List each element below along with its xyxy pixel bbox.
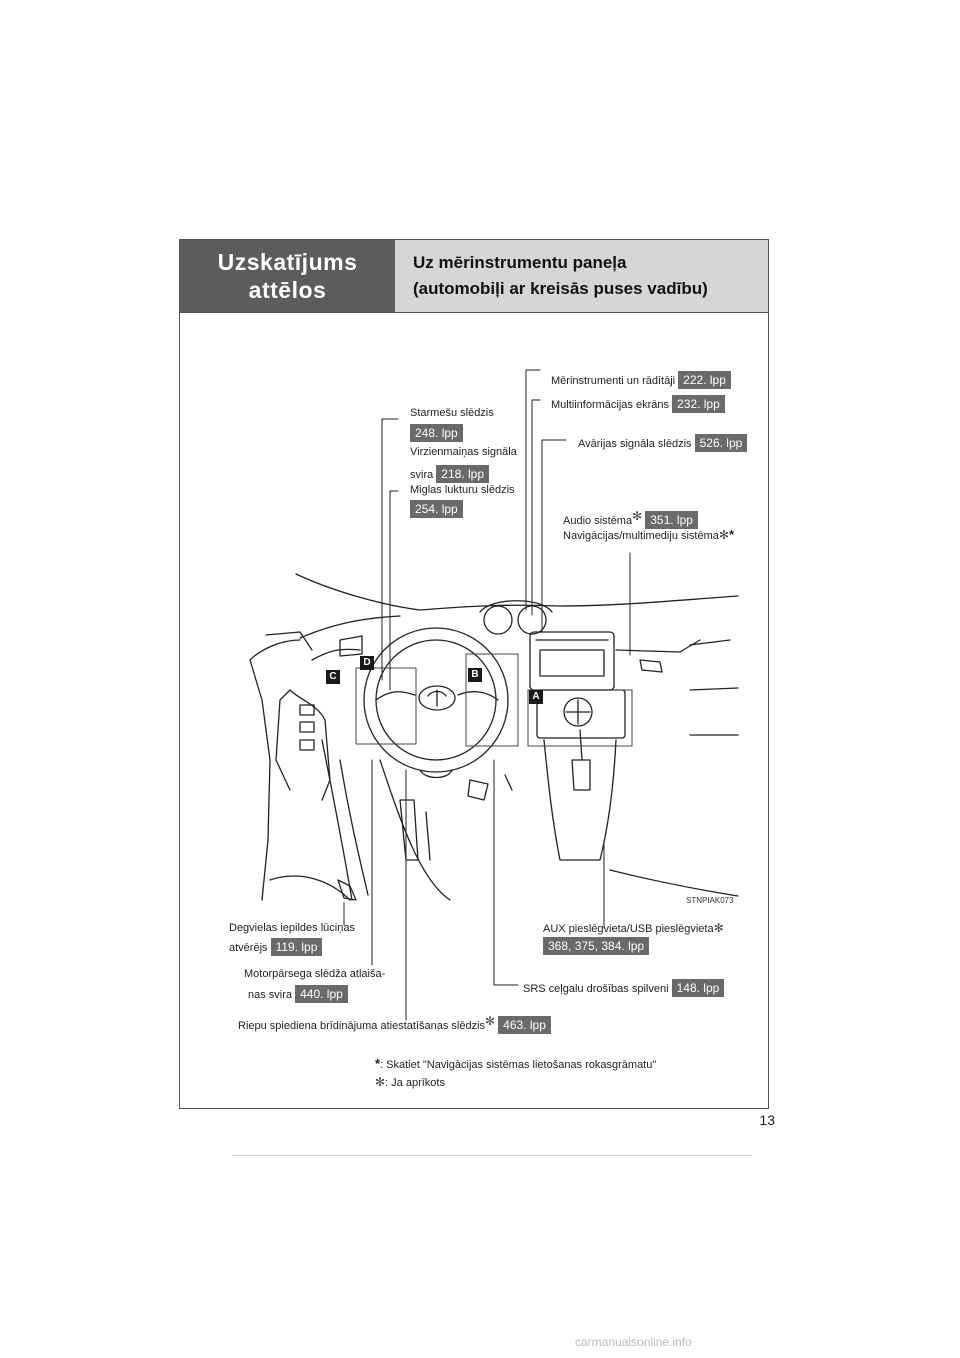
page-ref-tire-pressure[interactable]: 463. lpp <box>498 1016 551 1034</box>
page-ref-fog[interactable]: 254. lpp <box>410 500 463 518</box>
page-ref-turn-signal[interactable]: 218. lpp <box>436 465 489 483</box>
callout-badge-d: D <box>360 656 374 670</box>
page-ref-fuel-door[interactable]: 119. lpp <box>270 938 323 956</box>
label-hood: Motorpārsega slēdža atlaiša- <box>244 968 386 980</box>
label-multi-display: Multiinformācijas ekrāns 232. lpp <box>551 395 725 413</box>
label-srs: SRS ceļgalu drošības spilveni 148. lpp <box>523 979 725 997</box>
page-ref-multi-display[interactable]: 232. lpp <box>672 395 725 413</box>
dashboard-illustration <box>249 369 739 1021</box>
label-audio: Audio sistēma✻ 351. lpp <box>563 510 698 529</box>
callout-badge-a: A <box>529 690 543 704</box>
page-ref-srs[interactable]: 148. lpp <box>671 979 725 997</box>
label-tire-pressure: Riepu spiediena brīdinājuma atiestatīšan… <box>238 1015 551 1034</box>
label-headlight: Starmešu slēdzis <box>410 407 494 419</box>
label-fog: Miglas lukturu slēdzis <box>410 484 515 496</box>
label-fuel-door-2: atvērējs 119. lpp <box>229 938 323 956</box>
image-code: STNPIAK073 <box>686 896 734 905</box>
label-aux-usb: AUX pieslēgvieta/USB pieslēgvieta✻ <box>543 921 724 935</box>
page-ref-hazard[interactable]: 526. lpp <box>694 434 748 452</box>
label-hazard: Avārijas signāla slēdzis 526. lpp <box>578 434 748 452</box>
section-title: Uzskatījums attēlos <box>180 240 395 312</box>
footer-divider <box>232 1155 752 1156</box>
label-turn-signal: Virzienmaiņas signāla <box>410 446 517 458</box>
page-ref-aux-usb[interactable]: 368, 375, 384. lpp <box>543 937 650 955</box>
page-frame <box>179 239 769 1109</box>
page-title: Uz mērinstrumentu paneļa (automobiļi ar … <box>395 240 768 312</box>
title-line-1: Uz mērinstrumentu paneļa <box>413 253 627 272</box>
page-ref-hood[interactable]: 440. lpp <box>295 985 348 1003</box>
label-turn-signal-2: svira 218. lpp <box>410 465 489 483</box>
label-navigation: Navigācijas/multimediju sistēma✻* <box>563 527 735 542</box>
label-fuel-door: Degvielas iepildes lūciņas <box>229 922 355 934</box>
header-divider <box>180 312 768 313</box>
watermark: carmanualsonline.info <box>575 1335 692 1349</box>
callout-badge-b: B <box>468 668 482 682</box>
title-line-2: (automobiļi ar kreisās puses vadību) <box>413 279 708 298</box>
note-if-equipped: ✻: Ja aprīkots <box>375 1075 445 1089</box>
label-meters: Mērinstrumenti un rādītāji 222. lpp <box>551 371 731 389</box>
label-hood-2: nas svira 440. lpp <box>248 985 348 1003</box>
page-number: 13 <box>759 1112 775 1128</box>
page-ref-meters[interactable]: 222. lpp <box>678 371 731 389</box>
note-navigation-manual: *: Skatiet "Navigācijas sistēmas lietoša… <box>375 1056 657 1071</box>
page-ref-audio[interactable]: 351. lpp <box>645 511 698 529</box>
callout-badge-c: C <box>326 670 340 684</box>
page-ref-headlight[interactable]: 248. lpp <box>410 424 463 442</box>
